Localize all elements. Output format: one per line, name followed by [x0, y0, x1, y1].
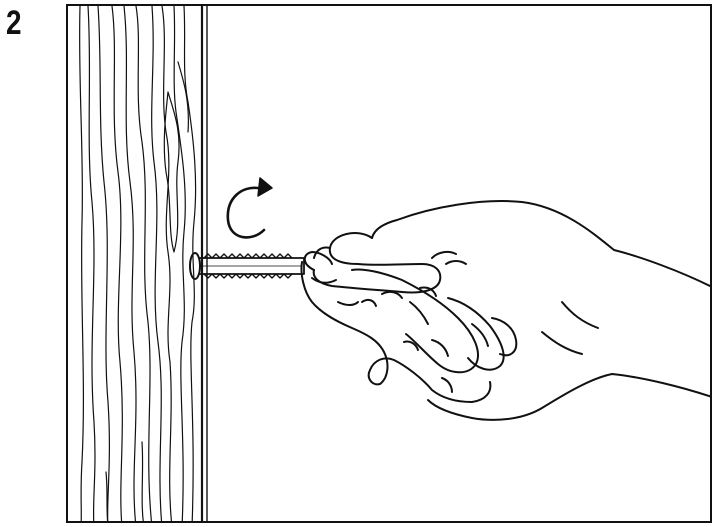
step-number: 2	[6, 4, 22, 42]
wood-post	[200, 6, 208, 521]
rotation-arrow	[226, 177, 273, 239]
illustration-svg	[78, 6, 710, 521]
illustration-panel	[66, 4, 712, 523]
hand	[300, 200, 710, 421]
screw	[189, 252, 305, 280]
arrow-head-icon	[257, 177, 273, 197]
wood-grain	[78, 6, 197, 521]
